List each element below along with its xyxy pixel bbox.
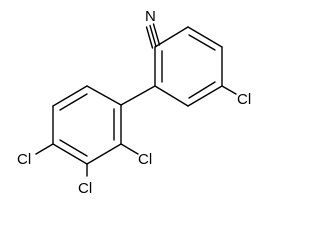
biaryl-bond (120, 85, 156, 106)
ring-b-chlorine-3-label: Cl (78, 180, 92, 197)
ring-a-chlorine-bond (221, 85, 237, 95)
nitrile-nitrogen-label: N (145, 8, 156, 25)
chemical-structure-diagram: N Cl Cl Cl Cl (17, 8, 251, 197)
ring-a-chlorine-label: Cl (237, 91, 251, 108)
ring-b-chlorine-4-label: Cl (17, 151, 31, 168)
ring-b-chlorine-bonds (35, 143, 139, 177)
ring-b-chlorine-2-label: Cl (138, 151, 152, 168)
ring-b-bonds (52, 85, 122, 165)
nitrile-triple-bond (145, 23, 161, 49)
ring-a-bonds (154, 26, 223, 107)
